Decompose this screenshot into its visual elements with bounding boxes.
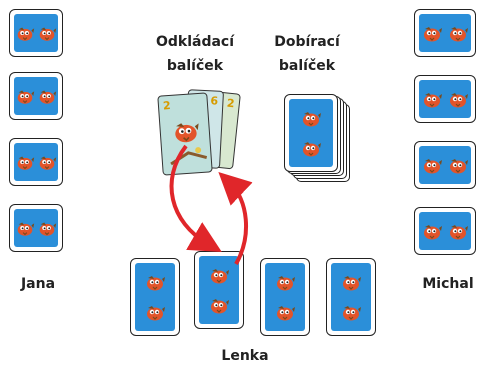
- player-label-lenka: Lenka: [221, 348, 269, 364]
- bird-creature-icon: [420, 221, 444, 241]
- discard-label-line1: Odkládací: [155, 34, 235, 50]
- bird-creature-icon: [339, 272, 363, 292]
- bird-creature-icon: [420, 155, 444, 175]
- discard-pile-label: Odkládací balíček: [140, 30, 250, 78]
- bird-creature-icon: [207, 265, 231, 285]
- bird-creature-icon: [420, 89, 444, 109]
- bird-creature-icon: [14, 218, 36, 238]
- bird-creature-icon: [14, 86, 36, 106]
- bird-creature-icon: [299, 108, 323, 128]
- michal-card-2[interactable]: [414, 75, 476, 123]
- bird-creature-icon: [143, 272, 167, 292]
- jana-card-1[interactable]: [9, 9, 63, 57]
- bird-creature-icon: [169, 116, 203, 146]
- player-label-michal: Michal: [422, 276, 474, 292]
- discard-label-line2: balíček: [166, 58, 224, 74]
- draw-card-top[interactable]: [284, 94, 338, 172]
- bird-creature-icon: [207, 295, 231, 315]
- bird-creature-icon: [446, 23, 470, 43]
- bird-creature-icon: [273, 302, 297, 322]
- bird-creature-icon: [339, 302, 363, 322]
- bird-creature-icon: [14, 152, 36, 172]
- lenka-card-4[interactable]: [326, 258, 376, 336]
- bird-creature-icon: [36, 218, 58, 238]
- lenka-card-3[interactable]: [260, 258, 310, 336]
- discard-card-number: 2: [226, 96, 236, 111]
- lenka-card-2[interactable]: [194, 251, 244, 329]
- bird-creature-icon: [36, 152, 58, 172]
- branch-icon: [170, 147, 208, 166]
- michal-card-4[interactable]: [414, 207, 476, 255]
- jana-card-4[interactable]: [9, 204, 63, 252]
- bird-creature-icon: [446, 221, 470, 241]
- draw-pile[interactable]: [284, 94, 354, 184]
- bird-creature-icon: [143, 302, 167, 322]
- bird-creature-icon: [14, 23, 36, 43]
- jana-card-2[interactable]: [9, 72, 63, 120]
- discard-card-number: 2: [162, 98, 172, 113]
- draw-label-line2: balíček: [278, 58, 336, 74]
- discard-card-number: 6: [210, 94, 219, 108]
- michal-card-3[interactable]: [414, 141, 476, 189]
- player-label-jana: Jana: [20, 276, 56, 292]
- lenka-card-1[interactable]: [130, 258, 180, 336]
- bird-creature-icon: [36, 23, 58, 43]
- draw-pile-label: Dobírací balíček: [262, 30, 352, 78]
- bird-creature-icon: [420, 23, 444, 43]
- bird-creature-icon: [446, 155, 470, 175]
- michal-card-1[interactable]: [414, 9, 476, 57]
- discard-pile[interactable]: 2 6 2: [150, 88, 241, 183]
- bird-creature-icon: [446, 89, 470, 109]
- bird-creature-icon: [299, 138, 323, 158]
- bird-creature-icon: [36, 86, 58, 106]
- draw-label-line1: Dobírací: [274, 34, 340, 50]
- bird-creature-icon: [273, 272, 297, 292]
- jana-card-3[interactable]: [9, 138, 63, 186]
- discard-card-top[interactable]: 2: [157, 92, 213, 176]
